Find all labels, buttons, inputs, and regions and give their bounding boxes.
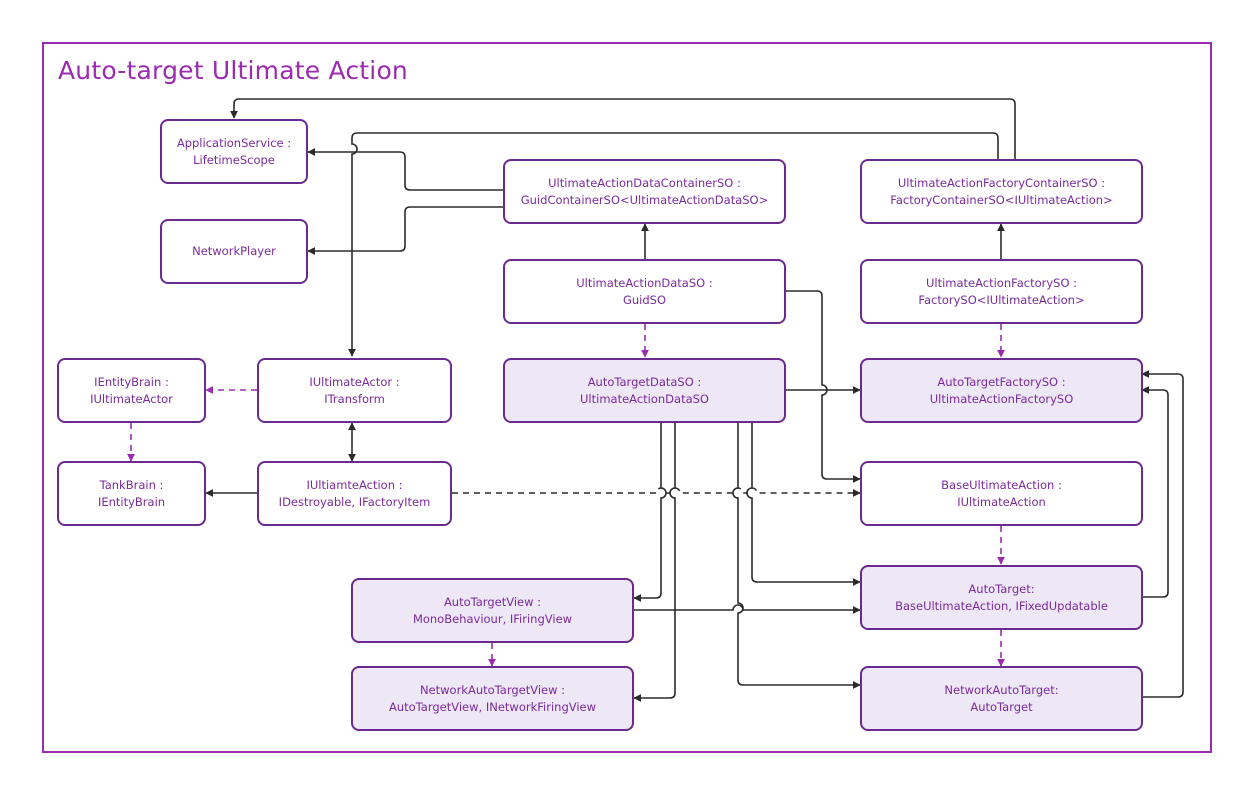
node-label-line2: IDestroyable, IFactoryItem [278,494,431,509]
edge-autotargetdataso-to-autotarget [746,423,861,586]
diagram-title: Auto-target Ultimate Action [58,56,408,85]
node-label-line2: ITransform [324,391,385,406]
node-tank-brain[interactable]: TankBrain : IEntityBrain [57,461,206,526]
node-auto-target[interactable]: AutoTarget: BaseUltimateAction, IFixedUp… [860,565,1143,630]
node-label-line1: NetworkPlayer [192,244,276,258]
node-label-line1: ApplicationService : [176,135,292,150]
node-label-line1: AutoTargetDataSO : [587,374,702,389]
node-network-auto-target-view[interactable]: NetworkAutoTargetView : AutoTargetView, … [351,666,634,731]
edge-autotarget-to-factoryso [1141,386,1169,598]
node-label-line1: IEntityBrain : [94,374,169,389]
node-label-line1: AutoTargetView : [443,594,542,609]
node-label-line2: IUltimateAction [957,494,1046,509]
node-label-line1: UltimateActionFactorySO : [925,275,1078,290]
edge-view-to-autotarget [634,604,861,614]
node-label-line2: LifetimeScope [193,152,275,167]
node-auto-target-factory-so[interactable]: AutoTargetFactorySO : UltimateActionFact… [860,358,1143,423]
node-auto-target-data-so[interactable]: AutoTargetDataSO : UltimateActionDataSO [503,358,786,423]
node-label-line2: IUltimateActor [90,391,173,406]
edge-dashed-iultimateaction-to-baseultimateaction [452,487,861,497]
node-label-line1: TankBrain : [99,477,164,492]
edge-autotargetdataso-to-view [633,423,667,602]
node-ultimate-action-factory-container-so[interactable]: UltimateActionFactoryContainerSO : Facto… [860,159,1143,224]
edge-datacontainer-to-appservice [307,148,503,191]
node-iultimate-actor[interactable]: IUltimateActor : ITransform [257,358,452,423]
node-ultimate-action-data-so[interactable]: UltimateActionDataSO : GuidSO [503,259,786,324]
node-ultimate-action-factory-so[interactable]: UltimateActionFactorySO : FactorySO<IUlt… [860,259,1143,324]
node-application-service[interactable]: ApplicationService : LifetimeScope [160,119,308,184]
edge-factorycontainer-to-iultimateactor [348,132,999,357]
node-label-line2: UltimateActionDataSO [580,391,709,406]
node-label-line2: GuidSO [622,292,667,307]
node-label-line1: AutoTargetFactorySO : [937,374,1066,389]
node-auto-target-view[interactable]: AutoTargetView : MonoBehaviour, IFiringV… [351,578,634,643]
diagram-frame [42,42,1212,753]
node-ultimate-action-data-container-so[interactable]: UltimateActionDataContainerSO : GuidCont… [503,159,786,224]
node-network-auto-target[interactable]: NetworkAutoTarget: AutoTarget [860,666,1143,731]
node-label-line2: GuidContainerSO<UltimateActionDataSO> [520,192,769,207]
edge-factorycontainer-to-appservice [230,98,1016,160]
node-ientity-brain[interactable]: IEntityBrain : IUltimateActor [57,358,206,423]
node-label-line2: AutoTargetView, INetworkFiringView [388,699,597,714]
edge-autotargetdataso-to-networkview [633,423,676,702]
node-label-line1: UltimateActionFactoryContainerSO : [897,175,1106,190]
node-label-line2: UltimateActionFactorySO [929,391,1074,406]
node-label-line1: AutoTarget: [968,581,1035,596]
node-label-line1: UltimateActionDataContainerSO : [548,175,741,190]
edge-dataso-to-baseultimateaction [785,290,861,483]
node-iultimate-action[interactable]: IUltiamteAction : IDestroyable, IFactory… [257,461,452,526]
node-label-line2: MonoBehaviour, IFiringView [412,611,573,626]
node-label-line1: NetworkAutoTarget: [944,682,1059,697]
node-base-ultimate-action[interactable]: BaseUltimateAction : IUltimateAction [860,461,1143,526]
node-label-line2: AutoTarget [970,699,1033,714]
node-label-line2: IEntityBrain [97,494,166,509]
node-label-line2: FactorySO<IUltimateAction> [918,292,1085,307]
node-label-line1: IUltiamteAction : [306,477,403,492]
node-label-line2: BaseUltimateAction, IFixedUpdatable [895,598,1108,613]
node-label-line1: NetworkAutoTargetView : [419,682,566,697]
node-label-line2: FactoryContainerSO<IUltimateAction> [890,192,1113,207]
node-label-line1: BaseUltimateAction : [941,477,1062,492]
edge-datacontainer-to-networkplayer [307,206,503,255]
node-label-line1: IUltimateActor : [309,374,400,389]
node-label-line1: UltimateActionDataSO : [576,275,713,290]
edge-networkautotarget-to-factoryso [1141,370,1184,698]
node-network-player[interactable]: NetworkPlayer [160,219,308,284]
